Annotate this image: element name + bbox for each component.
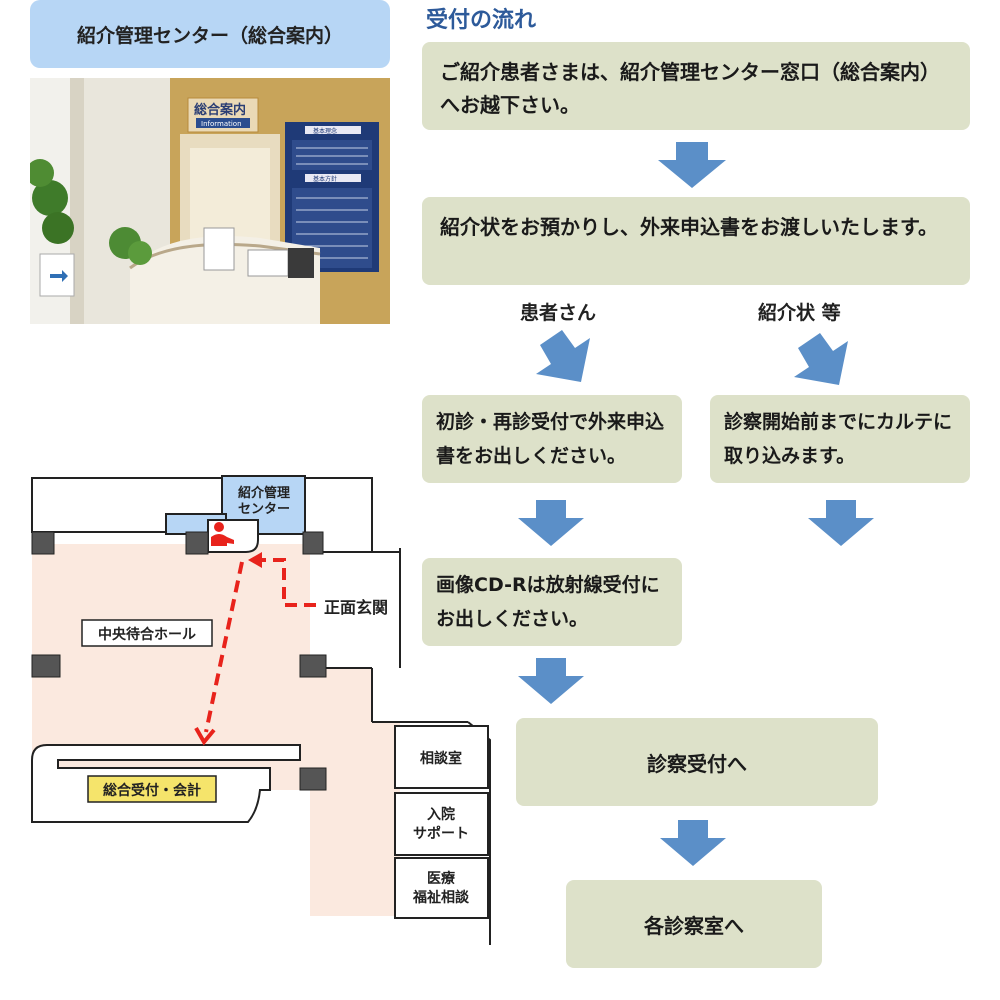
- arrow-down-icon: [518, 658, 584, 704]
- photo-sign-title: 総合案内: [194, 102, 246, 118]
- reception-photo-drawing: 総合案内 Information 基本理念 基本方針: [30, 78, 390, 324]
- map-front-entrance: 正面玄関: [324, 598, 388, 617]
- route-arrowhead-icon: [194, 727, 216, 746]
- welfare-consult-room: [394, 857, 489, 919]
- route-arrowhead-icon: [248, 552, 262, 568]
- front-entrance-label-box: [316, 592, 396, 620]
- map-admission-2: サポート: [413, 825, 469, 842]
- flow-step-exam-rooms: 各診察室へ: [566, 880, 822, 968]
- map-welfare-2: 福祉相談: [412, 889, 470, 906]
- arrow-down-icon: [658, 142, 726, 188]
- consult-room: [394, 725, 489, 789]
- map-consult-room: 相談室: [420, 750, 462, 767]
- branch-left-label: 患者さん: [520, 302, 597, 324]
- reception-photo: 総合案内 Information 基本理念 基本方針: [30, 78, 390, 324]
- flow-step-exam-reception: 診察受付へ: [516, 718, 878, 806]
- arrow-down-icon: [518, 500, 584, 546]
- route-path: [204, 558, 316, 733]
- arrow-diagonal-right-icon: [794, 333, 848, 385]
- arrow-down-icon: [808, 500, 874, 546]
- flow-step-1: ご紹介患者さまは、紹介管理センター窓口（総合案内）へお越下さい。: [422, 42, 970, 130]
- photo-panel-title-1: 基本理念: [313, 127, 337, 135]
- flow-step-right: 診察開始前までにカルテに取り込みます。: [710, 395, 970, 483]
- map-center-label-1: 紹介管理: [238, 485, 290, 501]
- map-center-label-2: センター: [238, 502, 290, 517]
- photo-sign-subtitle: Information: [201, 120, 242, 128]
- flow-title: 受付の流れ: [426, 8, 537, 33]
- staff-person-icon: [214, 522, 224, 532]
- admission-support-room: [394, 792, 489, 856]
- arrow-diagonal-left-icon: [536, 330, 590, 382]
- map-admission-1: 入院: [427, 806, 455, 823]
- map-welfare-1: 医療: [427, 870, 456, 887]
- flow-step-2: 紹介状をお預かりし、外来申込書をお渡しいたします。: [422, 197, 970, 285]
- flow-step-cdr: 画像CD-Rは放射線受付にお出しください。: [422, 558, 682, 646]
- map-reception-counter: 総合受付・会計: [103, 782, 201, 799]
- flow-step-left: 初診・再診受付で外来申込書をお出しください。: [422, 395, 682, 483]
- branch-right-label: 紹介状 等: [758, 302, 841, 324]
- photo-panel-title-2: 基本方針: [313, 175, 337, 183]
- center-label: 紹介管理センター（総合案内）: [30, 0, 390, 68]
- arrow-down-icon: [660, 820, 726, 866]
- map-waiting-hall: 中央待合ホール: [98, 626, 196, 643]
